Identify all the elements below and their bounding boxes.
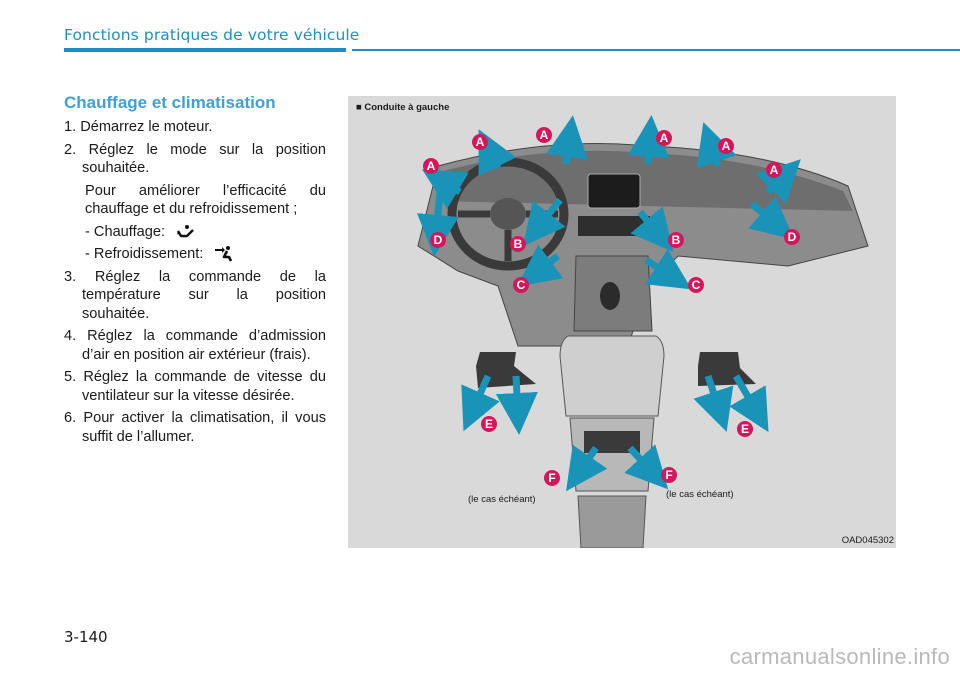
airflow-arrows — [416, 115, 801, 492]
vent-label-a: A — [656, 130, 672, 146]
step-4: 4. Réglez la commande d’admission d’air … — [64, 328, 326, 363]
header-rule-thin — [352, 49, 960, 51]
vent-label-a: A — [423, 158, 439, 174]
step-2-note: Pour améliorer l’efficacité du chauffage… — [85, 182, 326, 218]
instructions: 1. Démarrez le moteur. 2. Réglez le mode… — [64, 118, 326, 450]
vent-label-f: F — [661, 467, 677, 483]
vent-label-a: A — [718, 138, 734, 154]
vent-label-a: A — [766, 162, 782, 178]
center-screen — [587, 173, 641, 209]
vent-label-a: A — [536, 127, 552, 143]
vent-label-a: A — [472, 134, 488, 150]
floor-vent-icon — [177, 224, 194, 237]
step-5: 5. Réglez la commande de vitesse du vent… — [64, 369, 326, 404]
vent-label-b: B — [668, 232, 684, 248]
heating-mode-line: - Chauffage: — [64, 223, 326, 242]
vent-label-e: E — [737, 421, 753, 437]
face-vent-icon — [215, 246, 233, 262]
vent-label-e: E — [481, 416, 497, 432]
step-2: 2. Réglez le mode sur la position souhai… — [64, 141, 326, 177]
vent-label-c: C — [688, 277, 704, 293]
vent-label-d: D — [784, 229, 800, 245]
vent-label-d: D — [430, 232, 446, 248]
cooling-mode-label: - Refroidissement: — [85, 246, 204, 262]
vent-label-f: F — [544, 470, 560, 486]
figure-caption: ■ Conduite à gauche — [356, 102, 450, 113]
section-title: Chauffage et climatisation — [64, 93, 276, 112]
page-number: 3-140 — [64, 628, 108, 646]
header-rule-thick — [64, 48, 346, 52]
header-title: Fonctions pratiques de votre véhicule — [64, 26, 360, 44]
heating-mode-label: - Chauffage: — [85, 223, 166, 240]
step-3: 3. Réglez la commande de la température … — [64, 268, 326, 322]
vent-label-b: B — [510, 236, 526, 252]
cooling-mode-line: - Refroidissement: — [64, 245, 326, 264]
step-1: 1. Démarrez le moteur. — [64, 119, 213, 135]
vent-label-c: C — [513, 277, 529, 293]
optional-note-right: (le cas échéant) — [666, 489, 734, 500]
optional-note-left: (le cas échéant) — [468, 494, 536, 505]
vent-diagram: ■ Conduite à gauche A A A A A A D D B B … — [348, 96, 896, 548]
dashboard-illustration — [416, 115, 869, 548]
step-6: 6. Pour activer la climatisation, il vou… — [64, 410, 326, 445]
watermark: carmanualsonline.info — [729, 644, 950, 669]
figure-code: OAD045302 — [841, 535, 894, 546]
